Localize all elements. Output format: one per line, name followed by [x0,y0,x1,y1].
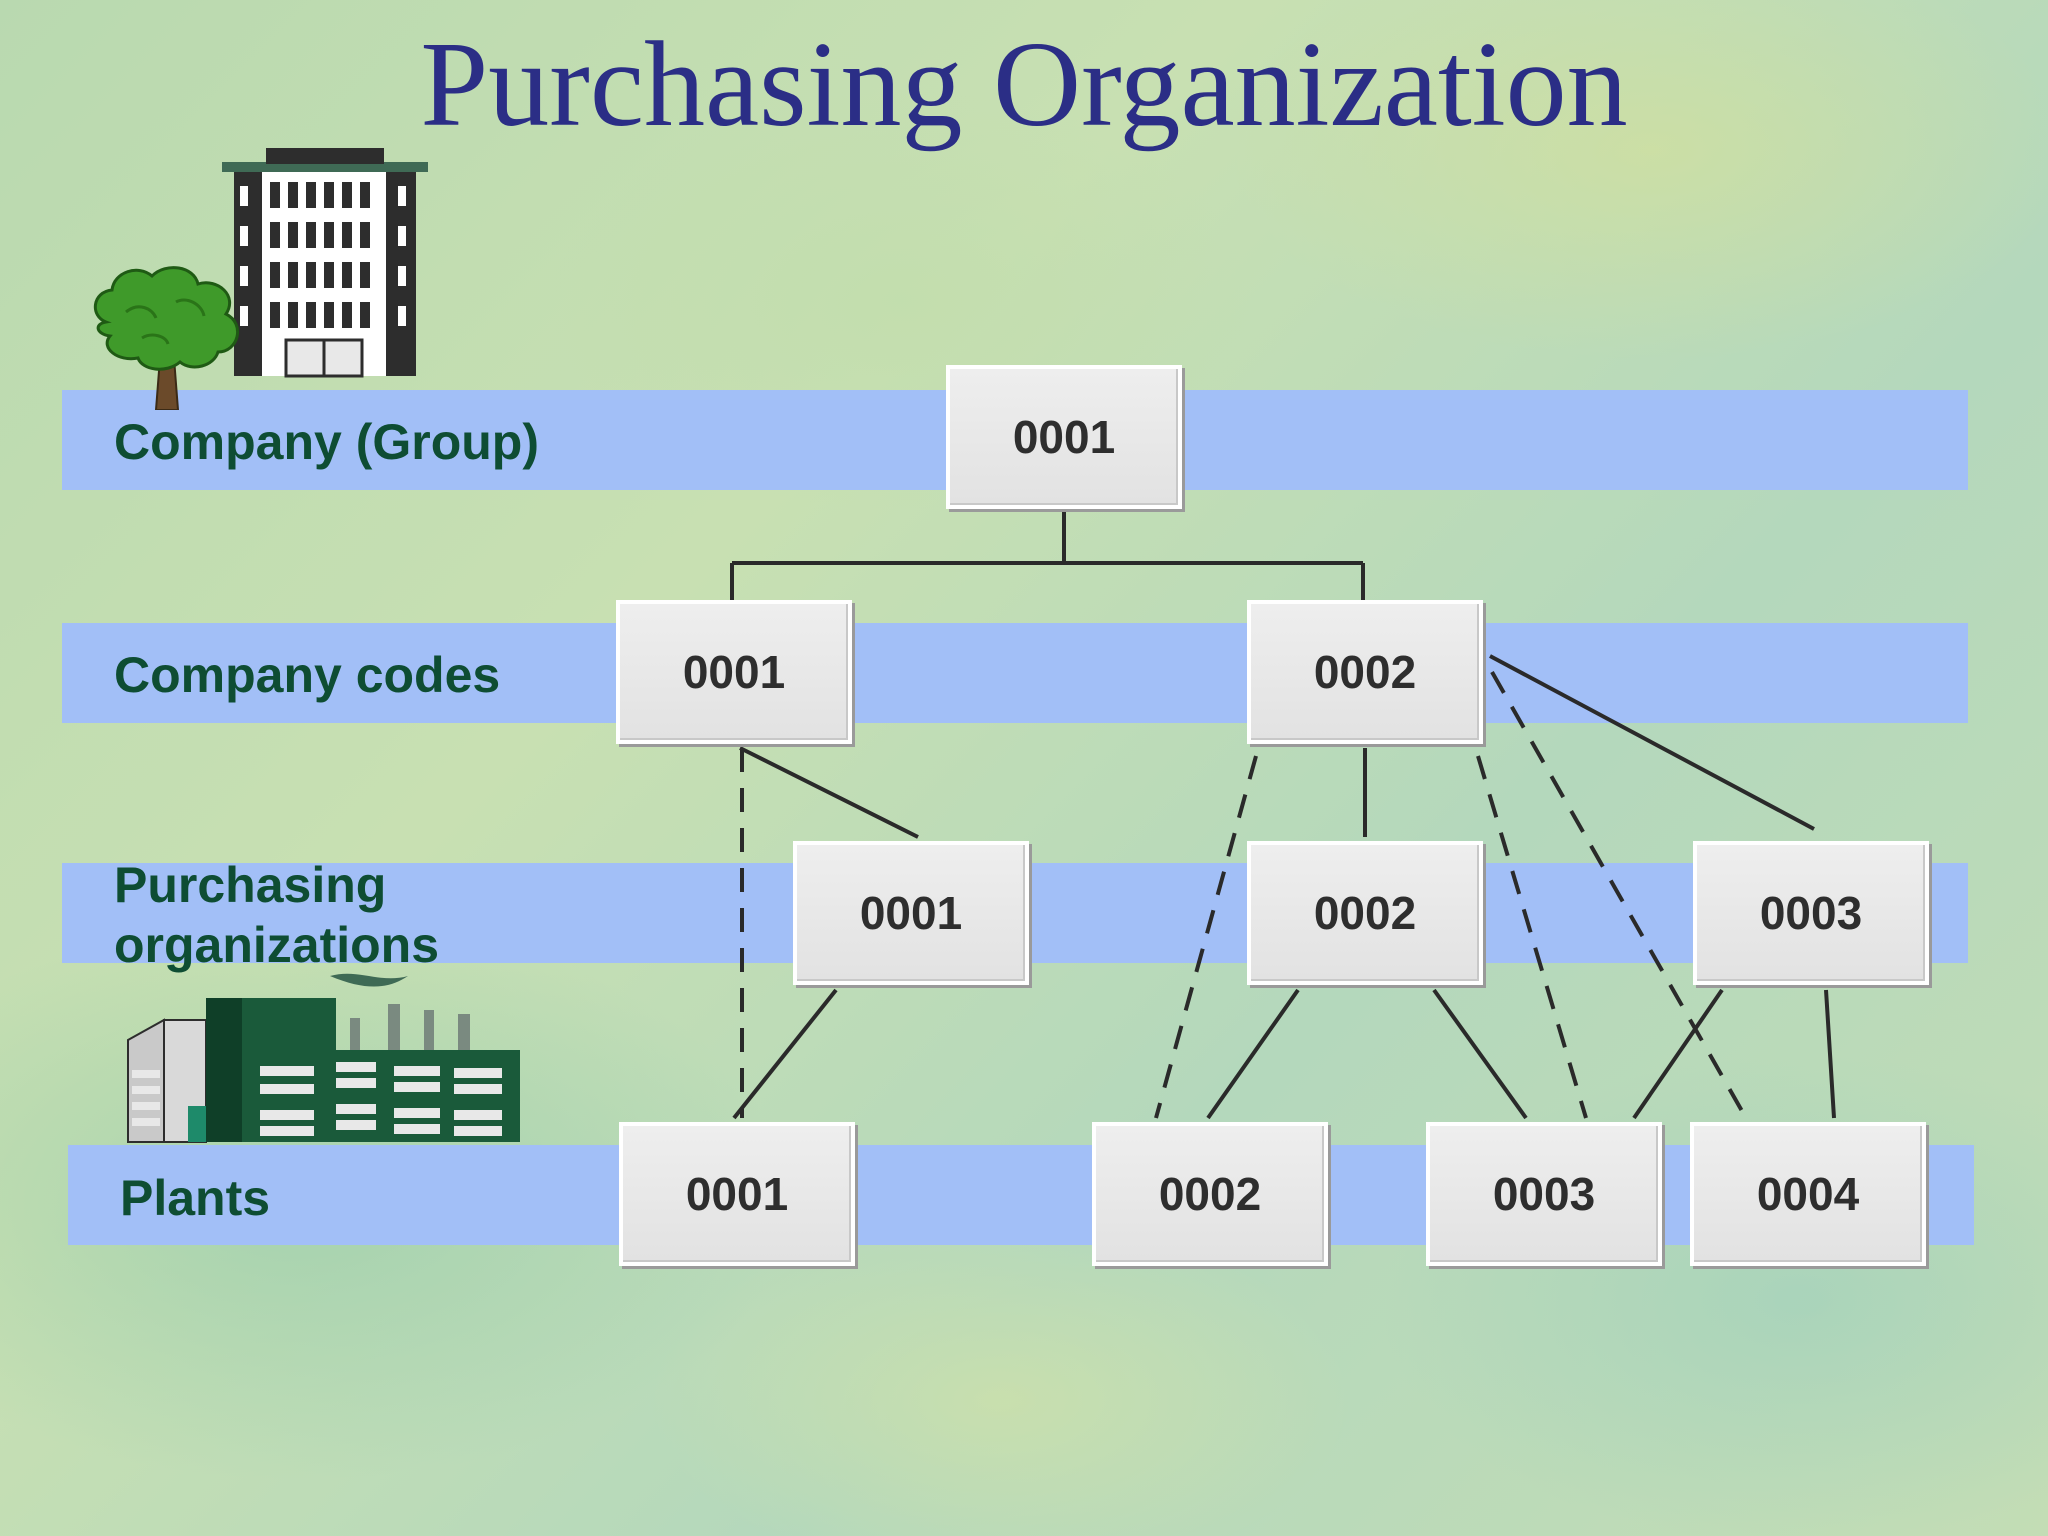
node-plant-0003: 0003 [1426,1122,1662,1266]
band-company-codes [62,623,1968,723]
connector-po2-plant2 [1206,988,1300,1120]
node-company-0001: 0001 [946,365,1182,509]
connector-po1-plant1 [732,988,838,1120]
connector-cc1-po1 [739,746,919,839]
node-purchasing-org-0003: 0003 [1693,841,1929,985]
node-purchasing-org-0002: 0002 [1247,841,1483,985]
level-label-company-codes: Company codes [114,647,501,703]
node-company-code-0001: 0001 [616,600,852,744]
tree-icon [94,266,239,410]
connector-cc2-po3 [1489,654,1815,831]
node-plant-0001: 0001 [619,1122,855,1266]
level-label-purchasing-orgs: Purchasing organizations [114,857,440,973]
factory-icon [127,973,520,1143]
dashed-cc2-plant3 [1476,755,1588,1119]
node-plant-0002: 0002 [1092,1122,1328,1266]
office-building-icon [222,148,428,378]
connector-po3-plant4 [1824,989,1836,1119]
level-label-plants: Plants [120,1170,271,1226]
connector-po2-plant3 [1432,988,1528,1120]
dashed-cc2-plant4 [1490,671,1748,1119]
level-label-company: Company (Group) [114,414,539,470]
node-purchasing-org-0001: 0001 [793,841,1029,985]
dashed-cc2-plant2 [1154,755,1258,1119]
node-company-code-0002: 0002 [1247,600,1483,744]
page-title: Purchasing Organization [420,17,1628,152]
connector-po3-plant3 [1632,988,1724,1120]
node-plant-0004: 0004 [1690,1122,1926,1266]
